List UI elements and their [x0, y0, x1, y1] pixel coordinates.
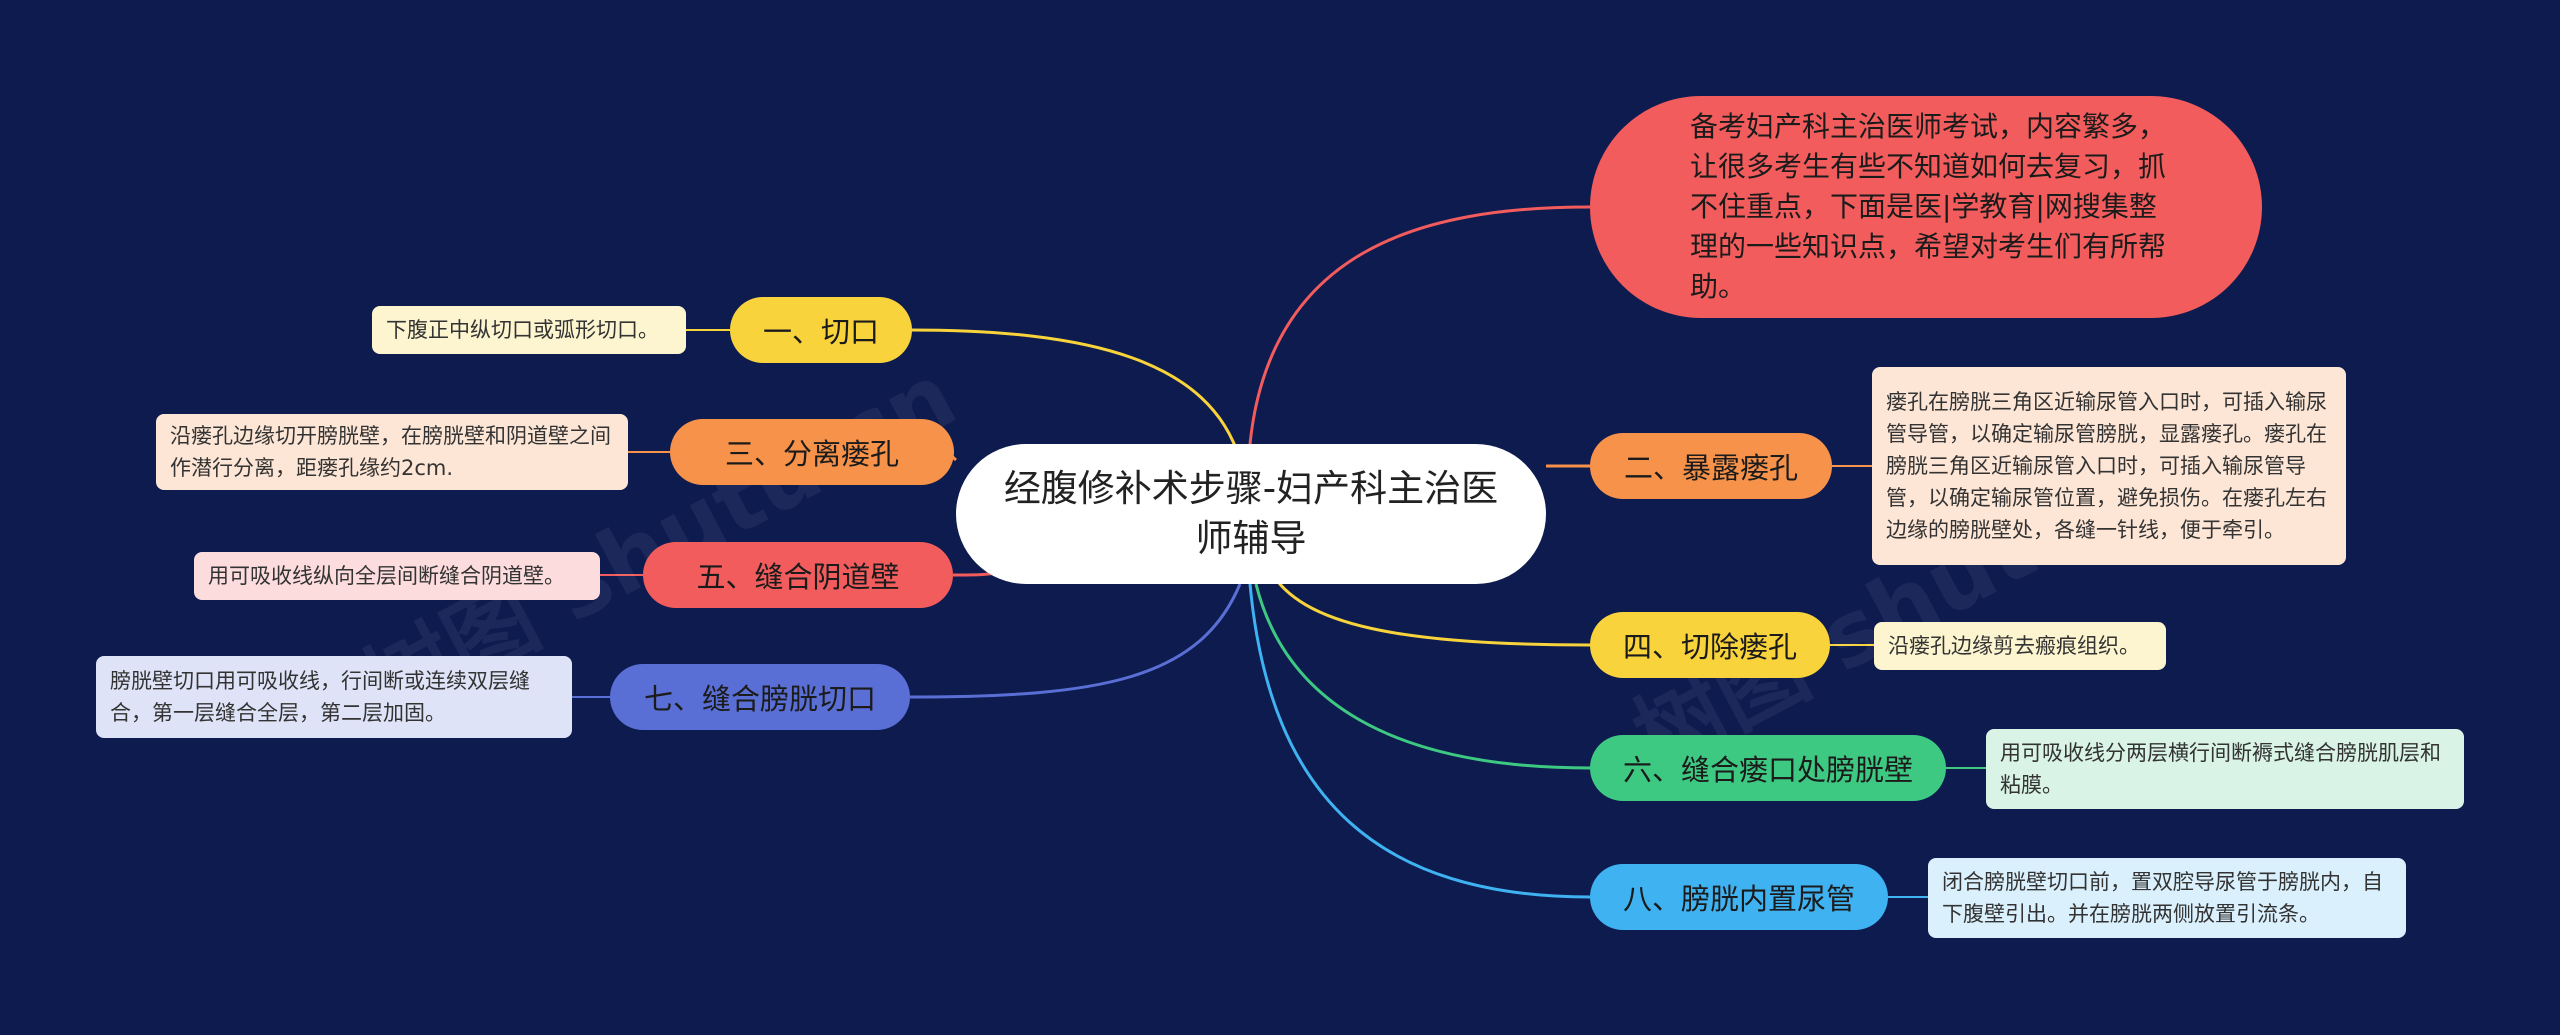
- link-branch-6: [1254, 583, 1591, 770]
- intro-text: 备考妇产科主治医师考试，内容繁多，让很多考生有些不知道如何去复习，抓不住重点，下…: [1690, 110, 2167, 303]
- branch-1-incision[interactable]: 一、切口: [730, 297, 912, 363]
- branch-label: 七、缝合膀胱切口: [643, 682, 876, 716]
- branch-4-excise-fistula[interactable]: 四、切除瘘孔: [1590, 612, 1830, 678]
- intro-bubble[interactable]: 备考妇产科主治医师考试，内容繁多，让很多考生有些不知道如何去复习，抓不住重点，下…: [1590, 96, 2262, 318]
- leaf-2-expose-fistula[interactable]: 瘘孔在膀胱三角区近输尿管入口时，可插入输尿管导管，以确定输尿管膀胱，显露瘘孔。瘘…: [1872, 367, 2346, 565]
- link-intro: [1248, 205, 1591, 445]
- branch-3-separate-fistula[interactable]: 三、分离瘘孔: [670, 419, 954, 485]
- leaf-7-suture-bladder-incision[interactable]: 膀胱壁切口用可吸收线，行间断或连续双层缝合，第一层缝合全层，第二层加固。: [96, 656, 572, 738]
- root-title: 经腹修补术步骤-妇产科主治医师辅导: [1003, 467, 1499, 560]
- branch-5-suture-vaginal-wall[interactable]: 五、缝合阴道壁: [643, 542, 953, 608]
- branch-label: 一、切口: [762, 315, 879, 349]
- leaf-text: 沿瘘孔边缘剪去瘢痕组织。: [1888, 634, 2140, 658]
- leaf-6-suture-bladder-wall[interactable]: 用可吸收线分两层横行间断褥式缝合膀胱肌层和粘膜。: [1986, 729, 2464, 809]
- branch-6-suture-bladder-wall[interactable]: 六、缝合瘘口处膀胱壁: [1590, 735, 1946, 801]
- branch-label: 五、缝合阴道壁: [696, 560, 900, 594]
- leaf-8-indwelling-catheter[interactable]: 闭合膀胱壁切口前，置双腔导尿管于膀胱内，自下腹壁引出。并在膀胱两侧放置引流条。: [1928, 858, 2406, 938]
- link-branch-7: [909, 583, 1242, 699]
- leaf-4-excise-fistula[interactable]: 沿瘘孔边缘剪去瘢痕组织。: [1874, 622, 2166, 670]
- leaf-1-incision[interactable]: 下腹正中纵切口或弧形切口。: [372, 306, 686, 354]
- leaf-text: 下腹正中纵切口或弧形切口。: [386, 318, 659, 342]
- branch-7-suture-bladder-incision[interactable]: 七、缝合膀胱切口: [610, 664, 910, 730]
- leaf-text: 用可吸收线分两层横行间断褥式缝合膀胱肌层和粘膜。: [2000, 741, 2441, 797]
- leaf-text: 闭合膀胱壁切口前，置双腔导尿管于膀胱内，自下腹壁引出。并在膀胱两侧放置引流条。: [1942, 870, 2383, 926]
- leaf-5-suture-vaginal-wall[interactable]: 用可吸收线纵向全层间断缝合阴道壁。: [194, 552, 600, 600]
- branch-2-expose-fistula[interactable]: 二、暴露瘘孔: [1590, 433, 1832, 499]
- branch-label: 八、膀胱内置尿管: [1622, 882, 1855, 916]
- link-branch-1: [909, 328, 1242, 461]
- link-branch-8: [1248, 583, 1591, 899]
- branch-label: 六、缝合瘘口处膀胱壁: [1622, 753, 1913, 787]
- link-branch-4: [1268, 569, 1591, 647]
- leaf-text: 用可吸收线纵向全层间断缝合阴道壁。: [208, 564, 565, 588]
- branch-label: 四、切除瘘孔: [1622, 630, 1797, 664]
- leaf-text: 沿瘘孔边缘切开膀胱壁，在膀胱壁和阴道壁之间作潜行分离，距瘘孔缘约2cm.: [170, 424, 611, 480]
- branch-label: 三、分离瘘孔: [724, 437, 899, 471]
- leaf-3-separate-fistula[interactable]: 沿瘘孔边缘切开膀胱壁，在膀胱壁和阴道壁之间作潜行分离，距瘘孔缘约2cm.: [156, 414, 628, 490]
- root-topic[interactable]: 经腹修补术步骤-妇产科主治医师辅导: [956, 444, 1546, 584]
- branch-label: 二、暴露瘘孔: [1623, 451, 1798, 485]
- leaf-text: 膀胱壁切口用可吸收线，行间断或连续双层缝合，第一层缝合全层，第二层加固。: [110, 669, 530, 725]
- leaf-text: 瘘孔在膀胱三角区近输尿管入口时，可插入输尿管导管，以确定输尿管膀胱，显露瘘孔。瘘…: [1886, 390, 2327, 542]
- branch-8-indwelling-catheter[interactable]: 八、膀胱内置尿管: [1590, 864, 1888, 930]
